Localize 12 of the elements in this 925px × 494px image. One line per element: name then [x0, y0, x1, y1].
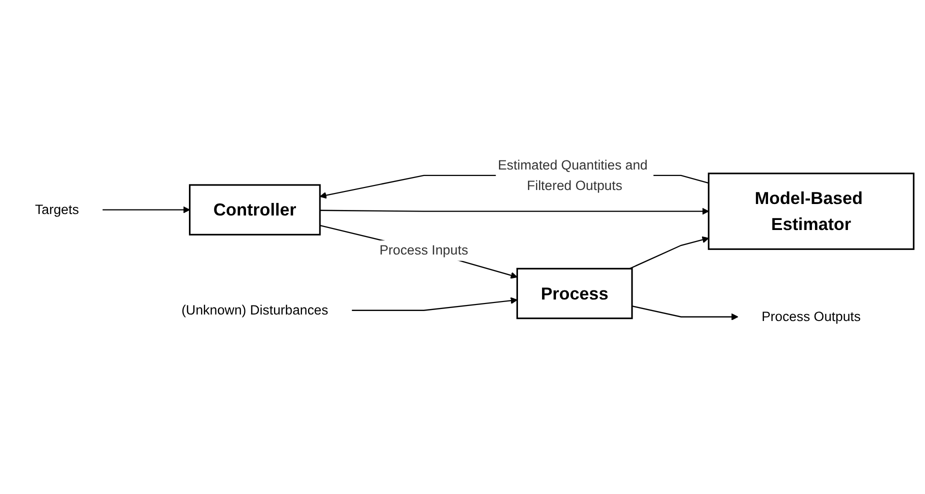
arrow	[102, 206, 190, 214]
edge-label: Process Inputs	[379, 240, 468, 260]
arrow	[632, 305, 738, 320]
process-box: Controller	[188, 184, 321, 236]
arrow	[629, 236, 709, 270]
text-label: Process Outputs	[762, 309, 861, 324]
arrow	[352, 297, 518, 311]
process-box: Process	[516, 268, 633, 320]
process-box: Model-Based Estimator	[708, 172, 914, 250]
arrow	[320, 208, 709, 215]
text-label: (Unknown) Disturbances	[181, 302, 328, 318]
text-label: Targets	[34, 202, 79, 218]
